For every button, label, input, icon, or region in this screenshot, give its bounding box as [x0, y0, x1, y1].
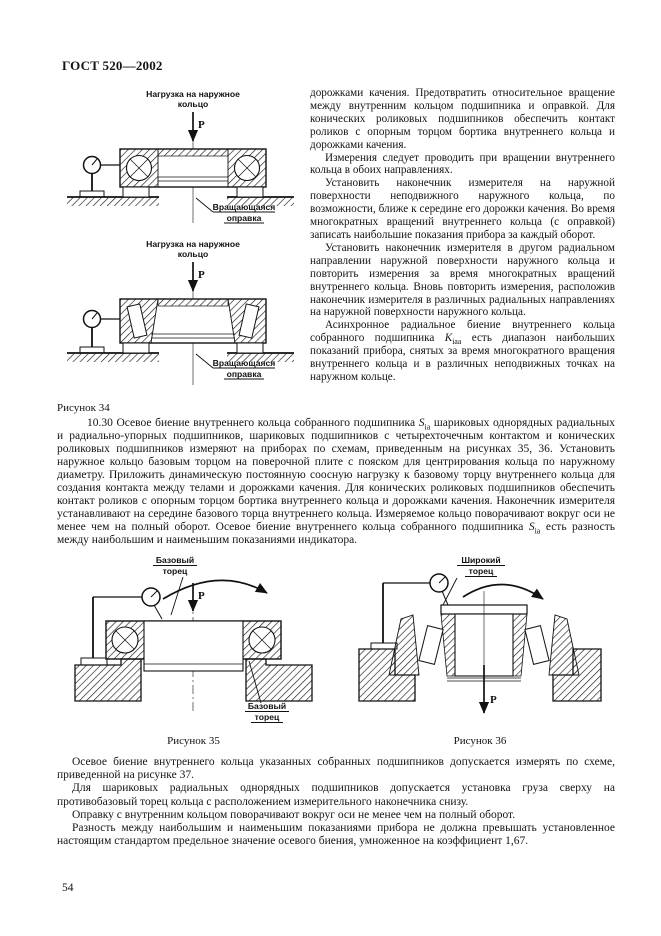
roller-element — [418, 624, 444, 666]
paragraph: Для шариковых радиальных однорядных подш… — [57, 782, 615, 808]
rotation-arrow-icon — [162, 579, 268, 600]
mandrel-label-line1: Вращающаяся — [213, 202, 276, 212]
figure-34-upper-drawing: Нагрузка на наружное кольцо P — [67, 89, 294, 224]
rotation-arrow-icon — [462, 583, 544, 600]
taper-bearing-cross-section — [119, 298, 267, 344]
ball-bearing-cross-section — [105, 620, 282, 672]
load-arrow-icon: P — [187, 262, 205, 292]
base-face-top-line1: Базовый — [156, 555, 194, 565]
base-face-bottom-line2: торец — [255, 712, 280, 722]
mandrel-callout: Вращающаяся оправка — [195, 197, 276, 224]
paragraph: Установить наконечник измерителя в друго… — [310, 241, 615, 319]
figure-35-caption: Рисунок 35 — [167, 735, 220, 747]
figures-row: Базовый торец P — [57, 553, 615, 747]
figure-35-block: Базовый торец P — [71, 553, 316, 747]
paragraph: Установить наконечник измерителя на нару… — [310, 177, 615, 241]
figure-36-drawing: Широкий торец — [358, 555, 602, 714]
dial-indicator-icon — [79, 309, 120, 354]
hatched-support — [67, 186, 294, 206]
mandrel-callout: Вращающаяся оправка — [195, 353, 276, 380]
wide-face-line1: Широкий — [461, 555, 500, 565]
base-face-bottom-callout: Базовый торец — [245, 660, 289, 723]
load-label-line1: Нагрузка на наружное — [146, 239, 240, 249]
paragraph: дорожками качения. Предотвратить относит… — [310, 87, 615, 151]
load-arrow-icon: P — [187, 112, 205, 142]
hatched-support — [67, 342, 294, 362]
wide-face-callout: Широкий торец — [442, 555, 505, 606]
bottom-text-section: Осевое биение внутреннего кольца указанн… — [57, 756, 615, 848]
page-number: 54 — [62, 882, 74, 894]
dial-indicator-icon — [79, 155, 120, 198]
top-section: Нагрузка на наружное кольцо P — [57, 87, 615, 414]
load-arrow-icon: P — [478, 665, 497, 714]
figure-34-block: Нагрузка на наружное кольцо P — [57, 87, 304, 414]
roller-element — [238, 303, 260, 339]
ball-bearing-cross-section — [119, 148, 267, 188]
mandrel-label-line2: оправка — [227, 369, 262, 379]
paragraph: Осевое биение внутреннего кольца указанн… — [57, 756, 615, 782]
document-header: ГОСТ 520—2002 — [62, 58, 163, 73]
paragraph: Измерения следует проводить при вращении… — [310, 151, 615, 177]
mandrel-label-line2: оправка — [227, 213, 262, 223]
figure-35-drawing: Базовый торец P — [74, 555, 313, 723]
inner-ring — [143, 620, 244, 672]
dial-indicator-icon — [370, 573, 449, 650]
figure-36-block: Широкий торец — [355, 553, 605, 747]
paragraph: Разность между наибольшим и наименьшим п… — [57, 822, 615, 848]
base-face-top-line2: торец — [163, 566, 188, 576]
load-label-line2: кольцо — [178, 99, 209, 109]
section-10-30-paragraph: 10.30 Осевое биение внутреннего кольца с… — [57, 417, 616, 546]
hatched-support — [74, 658, 313, 702]
mandrel-label-line1: Вращающаяся — [213, 358, 276, 368]
dial-indicator-icon — [80, 587, 163, 666]
roller-element — [126, 303, 148, 339]
force-label: P — [198, 590, 205, 602]
paragraph: Асинхронное радиальное биение внутреннег… — [310, 319, 615, 383]
figure-34-caption: Рисунок 34 — [57, 402, 110, 414]
load-label-line1: Нагрузка на наружное — [146, 89, 240, 99]
force-label: P — [198, 119, 205, 131]
load-label-line2: кольцо — [178, 249, 209, 259]
body-text-column: дорожками качения. Предотвратить относит… — [310, 87, 615, 414]
force-label: P — [490, 694, 497, 706]
paragraph: Оправку с внутренним кольцом поворачиваю… — [72, 808, 516, 821]
roller-element — [524, 624, 550, 666]
figure-34-lower-drawing: Нагрузка на наружное кольцо P — [67, 239, 294, 385]
base-face-bottom-line1: Базовый — [248, 701, 286, 711]
hatched-support — [358, 648, 602, 702]
base-face-top-callout: Базовый торец — [153, 555, 197, 616]
force-label: P — [198, 269, 205, 281]
load-arrow-icon: P — [187, 583, 205, 612]
figure-36-caption: Рисунок 36 — [453, 735, 507, 747]
wide-face-line2: торец — [469, 566, 494, 576]
